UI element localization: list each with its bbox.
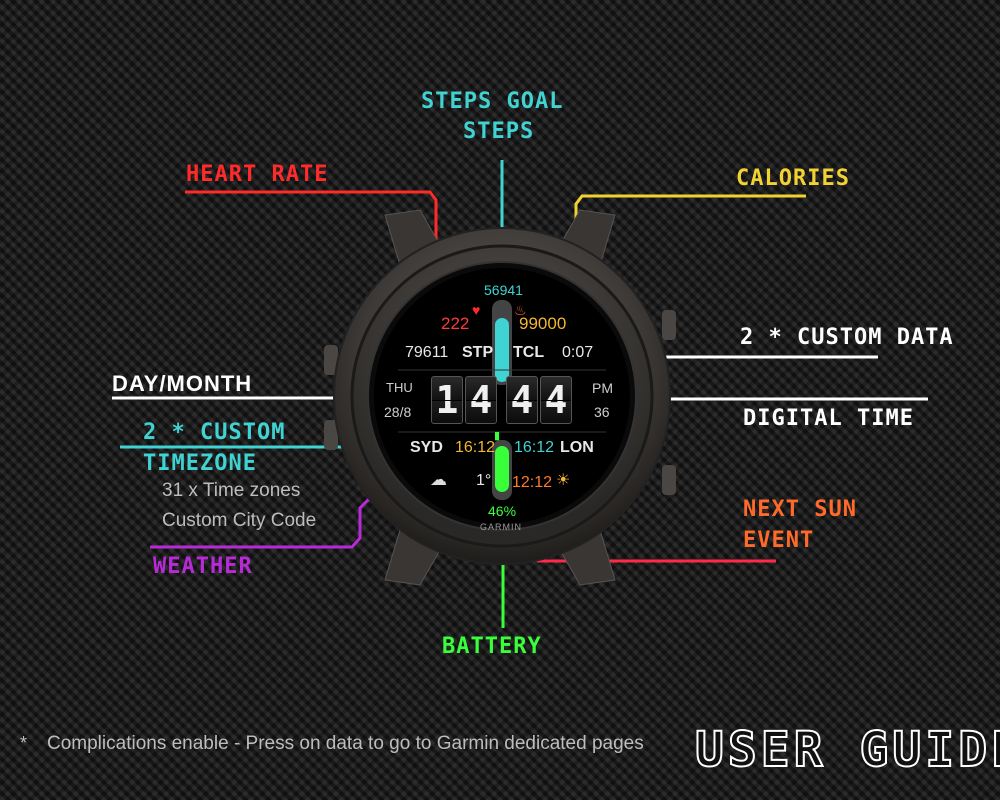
weather-label: WEATHER: [153, 554, 253, 579]
heart-rate-value[interactable]: 222: [441, 314, 470, 333]
timezone-note-1: 31 x Time zones: [162, 480, 301, 501]
time-digit-3: 4: [506, 376, 538, 424]
battery-label: BATTERY: [442, 634, 542, 659]
weather-cloud-icon: ☁: [430, 470, 447, 489]
time-digit-4: 4: [540, 376, 572, 424]
timezone-2-time[interactable]: 16:12: [514, 439, 555, 456]
date-value[interactable]: 28/8: [384, 404, 412, 420]
day-month-label: DAY/MONTH: [112, 371, 253, 396]
day-of-week[interactable]: THU: [386, 380, 413, 395]
battery-icon: ▮: [494, 430, 501, 442]
timezone-2-city[interactable]: LON: [560, 439, 594, 456]
time-digit-1: 1: [431, 376, 463, 424]
calories-label-annotation: CALORIES: [736, 166, 850, 191]
ampm-indicator: PM: [592, 380, 613, 396]
steps-label-annotation: STEPS: [463, 119, 535, 144]
footer-asterisk: *: [20, 733, 28, 753]
side-button-right-upper: [662, 310, 676, 340]
footer-note: Complications enable - Press on data to …: [47, 733, 644, 754]
timezone-1-city[interactable]: SYD: [410, 439, 443, 456]
seconds-value: 36: [594, 404, 610, 420]
custom-timezone-label-1: 2 * CUSTOM: [143, 420, 286, 445]
timezone-1-time[interactable]: 16:12: [455, 439, 496, 456]
next-sun-label-1: NEXT SUN: [743, 497, 857, 522]
side-button-right-lower: [662, 465, 676, 495]
calories-value[interactable]: 99000: [519, 314, 567, 333]
sun-icon: ☀: [556, 472, 571, 489]
next-sun-label-2: EVENT: [743, 528, 815, 553]
sun-event-time[interactable]: 12:12: [512, 474, 553, 491]
custom-timezone-label-2: TIMEZONE: [143, 451, 257, 476]
timezone-note-2: Custom City Code: [162, 510, 317, 531]
custom-data-value[interactable]: 0:07: [562, 344, 594, 361]
custom-data-label: 2 * CUSTOM DATA: [740, 325, 954, 350]
digital-time-label: DIGITAL TIME: [743, 406, 914, 431]
steps-goal-value[interactable]: 56941: [484, 282, 523, 298]
steps-value[interactable]: 79611: [405, 344, 449, 361]
calories-label: TCL: [513, 344, 545, 361]
user-guide-title: USER GUIDE: [694, 721, 1000, 779]
heart-icon: ♥: [472, 302, 481, 318]
temperature-value[interactable]: 1°: [476, 472, 492, 489]
side-button-left-upper: [324, 345, 338, 375]
flame-icon: ♨: [514, 302, 527, 318]
heart-rate-label: HEART RATE: [186, 162, 329, 187]
time-digit-2: 4: [465, 376, 497, 424]
battery-value[interactable]: 46%: [488, 503, 517, 519]
side-button-left-lower: [324, 420, 338, 450]
watch-brand: GARMIN: [480, 522, 522, 532]
steps-label: STP: [462, 344, 494, 361]
steps-goal-label: STEPS GOAL: [421, 89, 564, 114]
